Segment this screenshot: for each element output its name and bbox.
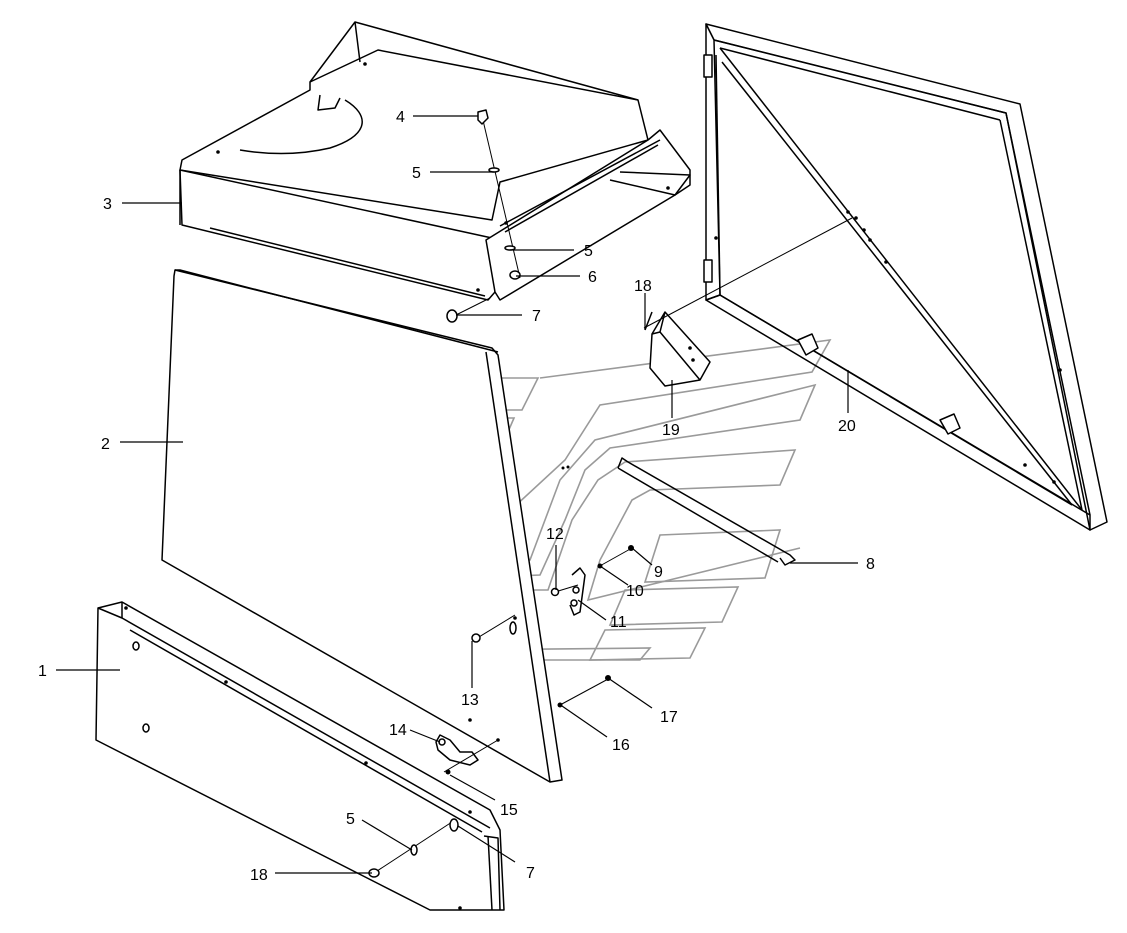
rod-part-8 bbox=[617, 457, 796, 566]
callout-1: 1 bbox=[38, 663, 47, 680]
callout-5-mid: 5 bbox=[584, 243, 593, 260]
callout-20: 20 bbox=[838, 418, 856, 435]
callout-3: 3 bbox=[103, 196, 112, 213]
callout-12: 12 bbox=[546, 526, 564, 543]
callout-17: 17 bbox=[660, 709, 678, 726]
callout-2: 2 bbox=[101, 436, 110, 453]
frame-door-part-20 bbox=[703, 23, 1108, 531]
callout-14: 14 bbox=[389, 722, 407, 739]
callout-5-top: 5 bbox=[412, 165, 421, 182]
callout-4: 4 bbox=[396, 109, 405, 126]
bracket-part-19 bbox=[649, 311, 711, 387]
callout-11: 11 bbox=[610, 614, 627, 631]
callout-5-bottom: 5 bbox=[346, 811, 355, 828]
callout-19: 19 bbox=[662, 422, 680, 439]
callout-18-top: 18 bbox=[634, 278, 652, 295]
callout-7-top: 7 bbox=[532, 308, 541, 325]
latch-part-11 bbox=[569, 567, 586, 616]
callout-8: 8 bbox=[866, 556, 875, 573]
callout-7-bottom: 7 bbox=[526, 865, 535, 882]
callout-9: 9 bbox=[654, 564, 663, 581]
callout-10: 10 bbox=[626, 583, 644, 600]
callout-6: 6 bbox=[588, 269, 597, 286]
callout-18-bottom: 18 bbox=[250, 867, 268, 884]
callout-13: 13 bbox=[461, 692, 479, 709]
handle-part-14 bbox=[435, 734, 479, 766]
side-panel-part-2 bbox=[161, 269, 563, 783]
callout-15: 15 bbox=[500, 802, 518, 819]
lower-panel-part-1 bbox=[95, 601, 505, 911]
leader-lines bbox=[56, 115, 858, 874]
callout-labels: 1 2 3 4 5 5 6 7 8 9 10 11 12 13 14 15 16… bbox=[38, 109, 875, 884]
callout-16: 16 bbox=[612, 737, 630, 754]
top-cover-part-3 bbox=[179, 21, 691, 301]
